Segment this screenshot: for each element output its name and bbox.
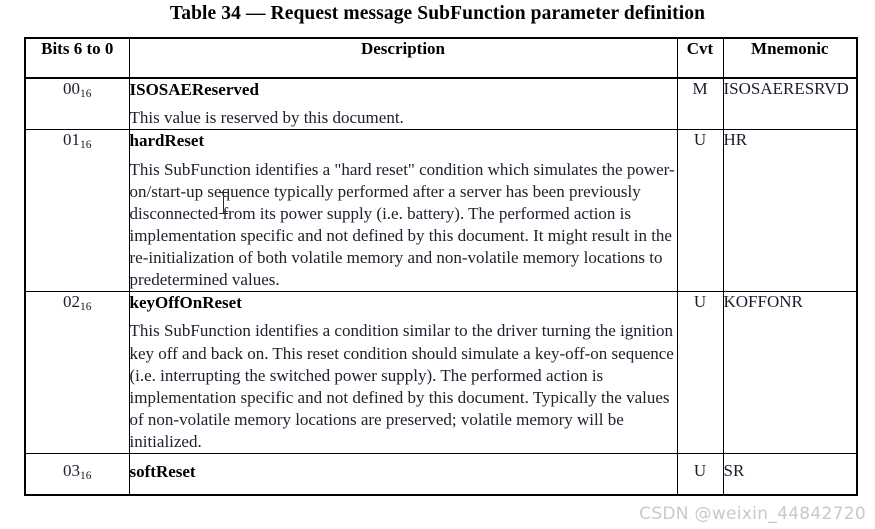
table-row: 0016 ISOSAEReserved This value is reserv… bbox=[24, 78, 858, 131]
cell-bits: 0116 bbox=[24, 129, 130, 293]
subfunction-description: This SubFunction identifies a "hard rese… bbox=[129, 159, 675, 290]
cell-description: softReset bbox=[128, 452, 678, 496]
cell-mnemonic: HR bbox=[722, 129, 858, 293]
cell-mnemonic: KOFFONR bbox=[722, 291, 858, 454]
column-header-bits: Bits 6 to 0 bbox=[24, 37, 130, 79]
column-header-cvt: Cvt bbox=[676, 37, 724, 79]
cell-description: ISOSAEReserved This value is reserved by… bbox=[128, 78, 678, 131]
subfunction-name: hardReset bbox=[129, 131, 205, 151]
subfunction-name: softReset bbox=[129, 461, 196, 481]
table-row: 0116 hardReset This SubFunction identifi… bbox=[24, 129, 858, 293]
table-row: 0316 softReset U SR bbox=[24, 452, 858, 496]
table-header-row: Bits 6 to 0 Description Cvt Mnemonic bbox=[24, 37, 858, 79]
table-row: 0216 keyOffOnReset This SubFunction iden… bbox=[24, 291, 858, 454]
bits-subscript: 16 bbox=[80, 469, 92, 482]
table-caption: Table 34 — Request message SubFunction p… bbox=[169, 3, 706, 24]
subfunction-description: This value is reserved by this document. bbox=[129, 108, 404, 128]
subfunction-name: ISOSAEReserved bbox=[129, 80, 259, 99]
cell-description: keyOffOnReset This SubFunction identifie… bbox=[128, 291, 678, 454]
cell-mnemonic: SR bbox=[722, 452, 858, 496]
bits-value: 01 bbox=[63, 130, 80, 150]
cell-bits: 0316 bbox=[24, 452, 130, 496]
cell-cvt: U bbox=[676, 129, 724, 293]
watermark: CSDN @weixin_44842720 bbox=[639, 504, 866, 524]
cell-bits: 0016 bbox=[24, 78, 130, 131]
bits-subscript: 16 bbox=[80, 88, 92, 100]
table-body: 0016 ISOSAEReserved This value is reserv… bbox=[24, 78, 858, 496]
column-header-mnemonic: Mnemonic bbox=[722, 37, 858, 79]
cell-description: hardReset This SubFunction identifies a … bbox=[128, 129, 678, 293]
cell-bits: 0216 bbox=[24, 291, 130, 454]
table-header: Bits 6 to 0 Description Cvt Mnemonic bbox=[24, 37, 858, 79]
subfunction-name: keyOffOnReset bbox=[129, 293, 242, 313]
bits-subscript: 16 bbox=[80, 301, 92, 314]
cell-cvt: U bbox=[676, 452, 724, 496]
subfunction-description: This SubFunction identifies a condition … bbox=[129, 321, 674, 451]
cell-cvt: M bbox=[676, 78, 724, 131]
bits-value: 02 bbox=[63, 292, 80, 312]
table-container: Bits 6 to 0 Description Cvt Mnemonic 001… bbox=[24, 37, 858, 496]
cell-cvt: U bbox=[676, 291, 724, 454]
subfunction-parameter-table: Bits 6 to 0 Description Cvt Mnemonic 001… bbox=[24, 37, 858, 496]
bits-subscript: 16 bbox=[80, 139, 92, 152]
column-header-description: Description bbox=[128, 37, 678, 79]
bits-value: 00 bbox=[63, 79, 80, 98]
cell-mnemonic: ISOSAERESRVD bbox=[722, 78, 858, 131]
bits-value: 03 bbox=[63, 460, 80, 480]
